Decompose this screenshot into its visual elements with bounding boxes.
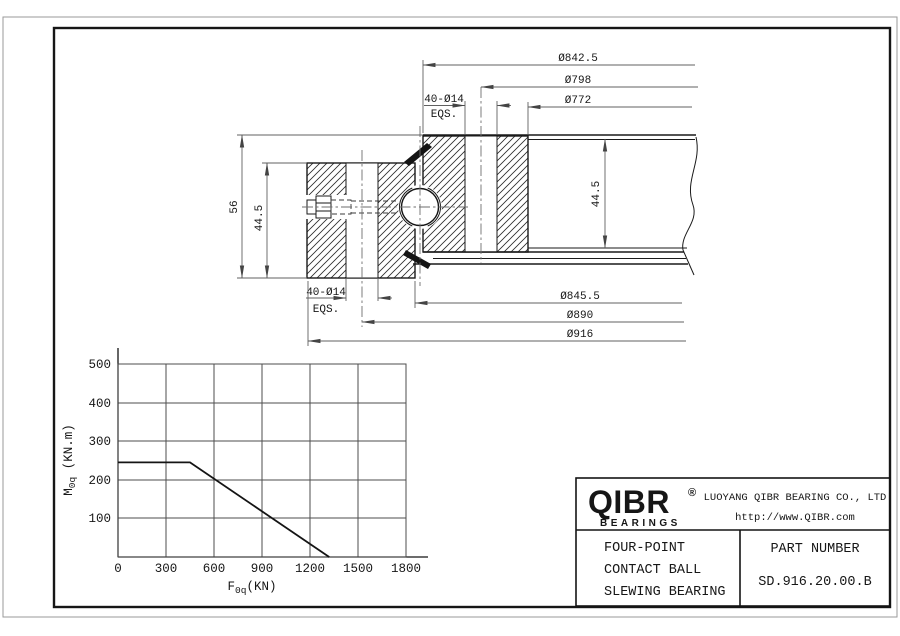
dim-height-44-5-left: 44.5 (254, 162, 307, 279)
chart-y-axis-label: M0q (KN.m) (62, 424, 78, 495)
dim-label-dia-845-5: Ø845.5 (560, 291, 600, 303)
chart-x-axis-label: F0q(KN) (228, 580, 277, 596)
seal-bottom (403, 250, 431, 269)
sheet-inner-border (52, 26, 892, 609)
chart-curve (118, 461, 330, 558)
logo-tagline: BEARINGS (600, 518, 681, 529)
x-tick-label: 300 (155, 562, 178, 576)
dim-label-eqs-bottom: EQS. (313, 304, 339, 316)
dimensions: Ø842.5 Ø798 Ø772 40-Ø14 EQS. 56 (229, 53, 698, 346)
bearing-cross-section (302, 87, 698, 327)
dim-dia-798: Ø798 (480, 75, 698, 90)
chart-x-tick-labels: 0 300 600 900 1200 1500 1800 (114, 562, 421, 576)
company-logo: QIBR ® BEARINGS (588, 484, 696, 529)
dim-bolt-pattern-bottom: 40-Ø14 EQS. (306, 279, 392, 316)
dim-dia-772: Ø772 (527, 95, 692, 134)
load-chart: 500 400 300 200 100 0 300 600 900 1200 1… (62, 348, 428, 596)
dim-label-44-5-left: 44.5 (254, 205, 266, 231)
dim-height-44-5-right: 44.5 (591, 138, 608, 249)
part-number-label: PART NUMBER (770, 542, 859, 557)
y-tick-label: 400 (88, 397, 111, 411)
company-website: http://www.QIBR.com (735, 512, 855, 524)
dim-label-44-5-right: 44.5 (591, 181, 603, 207)
centerlines (302, 87, 482, 327)
dim-label-bolt-top: 40-Ø14 (424, 94, 464, 106)
title-block: QIBR ® BEARINGS LUOYANG QIBR BEARING CO.… (575, 477, 891, 607)
seal-top (404, 143, 432, 166)
logo-text: QIBR (588, 484, 670, 520)
dim-bolt-pattern-top: 40-Ø14 EQS. (424, 94, 511, 134)
dim-dia-890: Ø890 (361, 310, 684, 325)
dim-label-dia-772: Ø772 (565, 95, 591, 107)
dim-label-56: 56 (229, 200, 241, 213)
outer-ring-bolt-hole (345, 162, 379, 279)
dim-label-dia-890: Ø890 (567, 310, 593, 322)
dim-height-56: 56 (229, 134, 423, 279)
y-tick-label: 300 (88, 435, 111, 449)
product-description: FOUR-POINT CONTACT BALL SLEWING BEARING (604, 541, 726, 600)
dim-dia-845-5: Ø845.5 (414, 281, 682, 308)
x-tick-label: 1500 (343, 562, 373, 576)
dim-dia-916: Ø916 (307, 281, 686, 346)
part-number-value: SD.916.20.00.B (758, 575, 871, 590)
y-tick-label: 100 (88, 512, 111, 526)
y-tick-label: 500 (88, 358, 111, 372)
chart-gridlines (118, 364, 406, 557)
x-tick-label: 1800 (391, 562, 421, 576)
product-line-3: SLEWING BEARING (604, 585, 726, 600)
chart-plot-area (117, 363, 407, 558)
sheet-borders (2, 16, 898, 618)
logo-registered-icon: ® (688, 487, 696, 499)
x-tick-label: 1200 (295, 562, 325, 576)
break-line-slant (682, 249, 695, 276)
dim-dia-842-5: Ø842.5 (422, 53, 695, 133)
x-tick-label: 600 (203, 562, 226, 576)
x-tick-label: 900 (251, 562, 274, 576)
product-line-1: FOUR-POINT (604, 541, 685, 556)
dim-label-dia-842-5: Ø842.5 (558, 53, 598, 65)
sheet-outer-border (2, 16, 898, 618)
company-name: LUOYANG QIBR BEARING CO., LTD (704, 492, 887, 504)
dim-label-eqs-top: EQS. (431, 109, 457, 121)
break-line-wavy (682, 136, 698, 251)
y-tick-label: 200 (88, 474, 111, 488)
product-line-2: CONTACT BALL (604, 563, 701, 578)
dim-label-dia-798: Ø798 (565, 75, 591, 87)
x-tick-label: 0 (114, 562, 122, 576)
dim-label-bolt-bottom: 40-Ø14 (306, 287, 346, 299)
chart-y-tick-labels: 500 400 300 200 100 (88, 358, 111, 526)
title-block-frame (575, 477, 891, 607)
mounting-plate (413, 134, 698, 276)
dim-label-dia-916: Ø916 (567, 329, 593, 341)
